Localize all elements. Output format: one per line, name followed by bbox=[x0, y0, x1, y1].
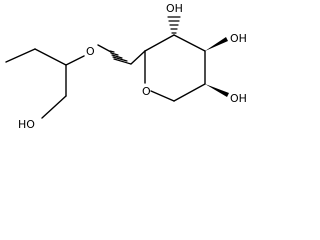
bond-c1-c2 bbox=[144, 34, 175, 52]
atom-ho-ch2: HO bbox=[18, 118, 35, 131]
bond-ch-o-ether bbox=[65, 55, 85, 66]
atom-oh-c2: OH bbox=[166, 2, 183, 15]
bond-ethyl-ch2 bbox=[34, 48, 67, 66]
bond-c5-o-ring bbox=[150, 90, 175, 102]
hashed-bond-c2 bbox=[167, 16, 181, 34]
structural-formula: O O OH OH OH HO bbox=[5, 2, 247, 131]
bond-c4-c5 bbox=[173, 83, 206, 102]
bond-ethyl-terminal bbox=[5, 48, 36, 63]
bond-c1-hash-link bbox=[130, 50, 146, 65]
atom-oh-c4: OH bbox=[230, 92, 247, 105]
wedge-bond-c4 bbox=[205, 84, 229, 97]
atom-o-ring: O bbox=[142, 85, 151, 98]
atom-oh-c3: OH bbox=[230, 32, 247, 45]
bond-ch2-oh bbox=[41, 95, 67, 119]
hashed-bond-c1 bbox=[109, 50, 132, 65]
bond-o-ether-c1 bbox=[97, 44, 112, 53]
atom-o-ether: O bbox=[86, 45, 95, 58]
wedge-bond-c3 bbox=[205, 37, 228, 51]
bond-c2-c3 bbox=[173, 34, 206, 52]
